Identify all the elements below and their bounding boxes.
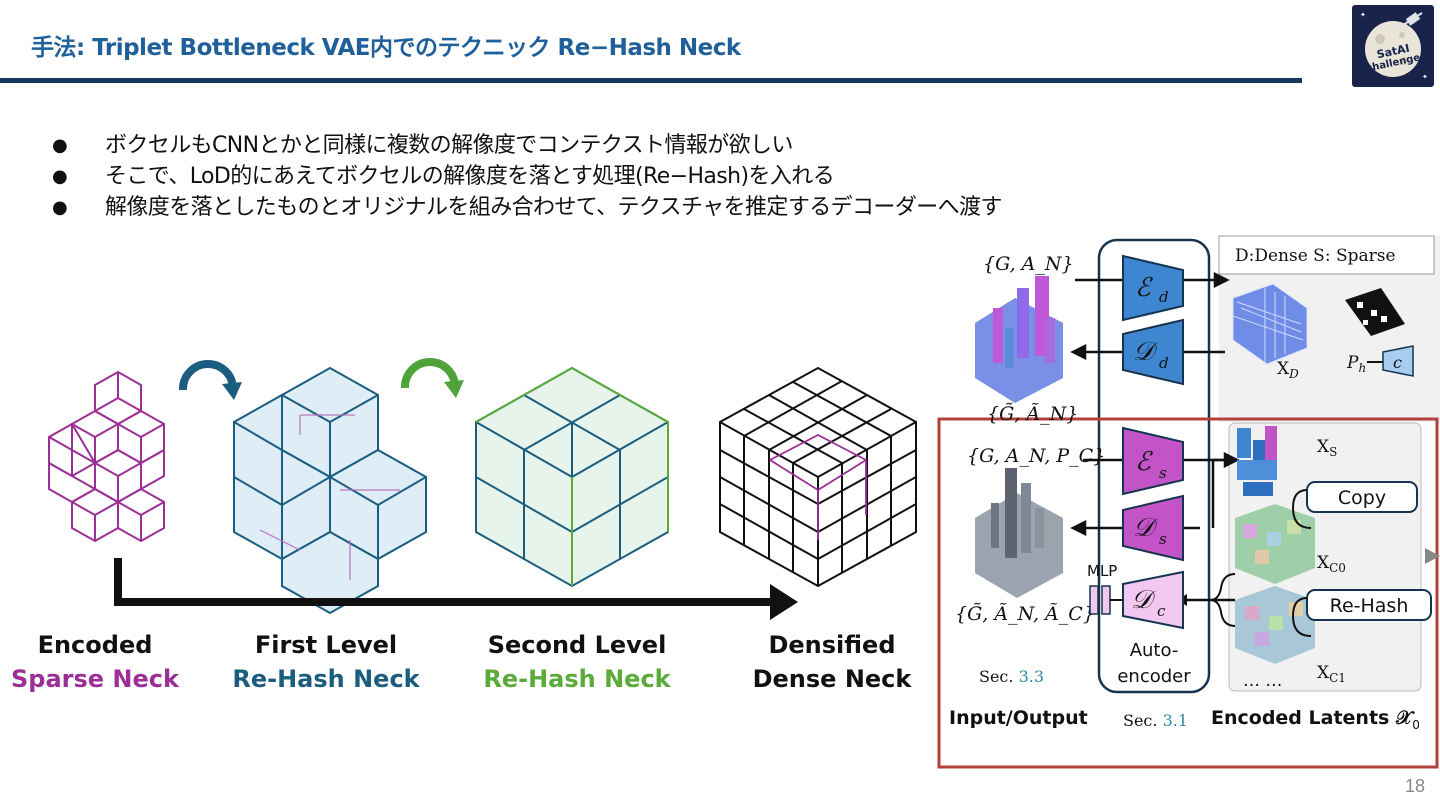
rehash-neck-diagram: Encoded Sparse Neck First Level Re-Hash … xyxy=(11,358,917,693)
svg-text:d: d xyxy=(1159,354,1169,372)
rotate-arrow-head xyxy=(444,380,464,398)
color-latent-voxels-c0 xyxy=(1235,504,1315,584)
bullet-list: ● ボクセルもCNNとかと同様に複数の解像度でコンテクスト情報が欲しい ● そこで、… xyxy=(52,130,1002,223)
decoder-color: 𝒟 c xyxy=(1122,570,1184,630)
ph-symbol: P xyxy=(1346,353,1359,373)
bullet-dot: ● xyxy=(52,197,68,218)
encoded-latents-footer: Encoded Latents 𝒳0 xyxy=(1211,707,1420,732)
latents-subscript: 0 xyxy=(1412,718,1420,732)
input-sparse-label: {G, A_N, P_C} xyxy=(967,445,1105,467)
copy-label: Copy xyxy=(1338,487,1386,509)
section-ref-33: Sec. 3.3 xyxy=(979,667,1044,686)
bullet-dot: ● xyxy=(52,135,68,156)
xc0-subscript: C0 xyxy=(1329,561,1346,575)
dense-latent-cube xyxy=(1232,283,1308,365)
svg-text:s: s xyxy=(1159,464,1167,482)
section-ref-31: Sec. 3.1 xyxy=(1123,711,1188,730)
xc0-symbol: X xyxy=(1317,553,1330,573)
satai-logo: ✦ ✦ SatAI challenge xyxy=(1352,5,1434,87)
title-divider xyxy=(0,78,1302,83)
xd-subscript: D xyxy=(1288,367,1299,381)
side-arrow-icon xyxy=(1425,548,1440,564)
latents-text: Encoded Latents 𝒳 xyxy=(1211,707,1415,729)
autoencoder-label-2: encoder xyxy=(1117,666,1191,687)
bullet-dot: ● xyxy=(52,166,68,187)
bullet-text: そこで、LoD的にあえてボクセルの解像度を落とす処理(Re−Hash)を入れる xyxy=(105,164,835,189)
input-output-footer: Input/Output xyxy=(949,707,1088,729)
svg-text:ℰ: ℰ xyxy=(1135,447,1153,477)
stage-sublabel: Dense Neck xyxy=(753,665,913,693)
xc1-subscript: C1 xyxy=(1329,671,1346,685)
sec-prefix: Sec. xyxy=(1123,711,1163,730)
stage-sublabel: Sparse Neck xyxy=(11,665,180,693)
autoencoder-label-1: Auto- xyxy=(1130,640,1179,661)
xc1-label: XC1 xyxy=(1317,663,1346,685)
sec-number: 3.1 xyxy=(1163,711,1188,730)
city-voxels-dense xyxy=(975,276,1063,403)
stage-label: Densified xyxy=(768,631,895,659)
svg-text:s: s xyxy=(1159,530,1167,548)
ph-label: Ph xyxy=(1346,353,1366,375)
decoder-dense: 𝒟 d xyxy=(1122,318,1184,386)
c-encoder-label: c xyxy=(1393,353,1402,372)
legend-text: D:Dense S: Sparse xyxy=(1235,246,1396,266)
c-encoder-box xyxy=(1382,345,1414,377)
autoencoder-outline xyxy=(1097,238,1211,694)
slide-title: 手法: Triplet Bottleneck VAE内でのテクニック Re−Ha… xyxy=(31,35,741,61)
output-dense-label: {G̃, Ã_N} xyxy=(987,403,1078,425)
copy-box xyxy=(1306,481,1418,513)
sparse-pattern-image xyxy=(1345,288,1405,336)
dense-neck-cubes xyxy=(719,366,917,588)
sec-prefix: Sec. xyxy=(979,667,1019,686)
xd-symbol: X xyxy=(1277,359,1290,379)
mlp-label: MLP xyxy=(1087,562,1117,580)
svg-text:ℰ: ℰ xyxy=(1135,273,1153,303)
xc0-label: XC0 xyxy=(1317,553,1346,575)
sec-number: 3.3 xyxy=(1019,667,1044,686)
sparse-neck-cubes xyxy=(48,370,165,543)
xs-subscript: S xyxy=(1329,445,1337,459)
output-sparse-label: {G̃, Ã_N, Ã_C} xyxy=(955,603,1095,625)
city-voxels-sparse xyxy=(975,468,1063,598)
rotate-arrow-icon xyxy=(400,358,459,389)
rotate-arrow-head xyxy=(222,382,242,400)
decoder-sparse: 𝒟 s xyxy=(1122,494,1184,562)
stage-label: Second Level xyxy=(488,631,667,659)
rehash-label: Re-Hash xyxy=(1330,595,1409,617)
input-dense-label: {G, A_N} xyxy=(983,253,1074,275)
rotate-arrow-icon xyxy=(178,360,237,391)
stage-sublabel: Re-Hash Neck xyxy=(232,665,420,693)
xs-symbol: X xyxy=(1317,437,1330,457)
rehash-box xyxy=(1306,589,1432,621)
ellipsis: … … xyxy=(1243,671,1282,691)
svg-text:d: d xyxy=(1159,288,1169,306)
stage-label: First Level xyxy=(255,631,397,659)
page-number: 18 xyxy=(1405,776,1426,796)
ph-subscript: h xyxy=(1358,361,1366,375)
sparse-latent-voxels xyxy=(1237,426,1277,496)
stage-sublabel: Re-Hash Neck xyxy=(483,665,671,693)
skip-arrow xyxy=(114,558,770,606)
encoder-sparse: ℰ s xyxy=(1122,426,1184,496)
xd-label: XD xyxy=(1277,359,1299,381)
xc1-symbol: X xyxy=(1317,663,1330,683)
stage-label: Encoded xyxy=(38,631,153,659)
svg-text:c: c xyxy=(1157,602,1166,620)
svg-text:✦: ✦ xyxy=(1422,73,1428,81)
bullet-item: ● ボクセルもCNNとかと同様に複数の解像度でコンテクスト情報が欲しい xyxy=(52,130,1002,161)
bullet-item: ● 解像度を落としたものとオリジナルを組み合わせて、テクスチャを推定するデコーダー… xyxy=(52,192,1002,223)
highlight-box xyxy=(937,417,1439,769)
vae-architecture-figure: D:Dense S: Sparse {G, A_N} {G̃, Ã_N} {G,… xyxy=(937,235,1440,769)
svg-text:✦: ✦ xyxy=(1360,11,1366,19)
bullet-text: ボクセルもCNNとかと同様に複数の解像度でコンテクスト情報が欲しい xyxy=(105,133,793,158)
bullet-item: ● そこで、LoD的にあえてボクセルの解像度を落とす処理(Re−Hash)を入れる xyxy=(52,161,1002,192)
first-level-cubes xyxy=(233,366,427,615)
legend-box xyxy=(1218,235,1435,275)
bullet-text: 解像度を落としたものとオリジナルを組み合わせて、テクスチャを推定するデコーダーへ… xyxy=(105,195,1002,220)
xs-label: XS xyxy=(1317,437,1337,459)
skip-arrow-head xyxy=(770,584,798,620)
encoder-dense: ℰ d xyxy=(1122,254,1184,322)
